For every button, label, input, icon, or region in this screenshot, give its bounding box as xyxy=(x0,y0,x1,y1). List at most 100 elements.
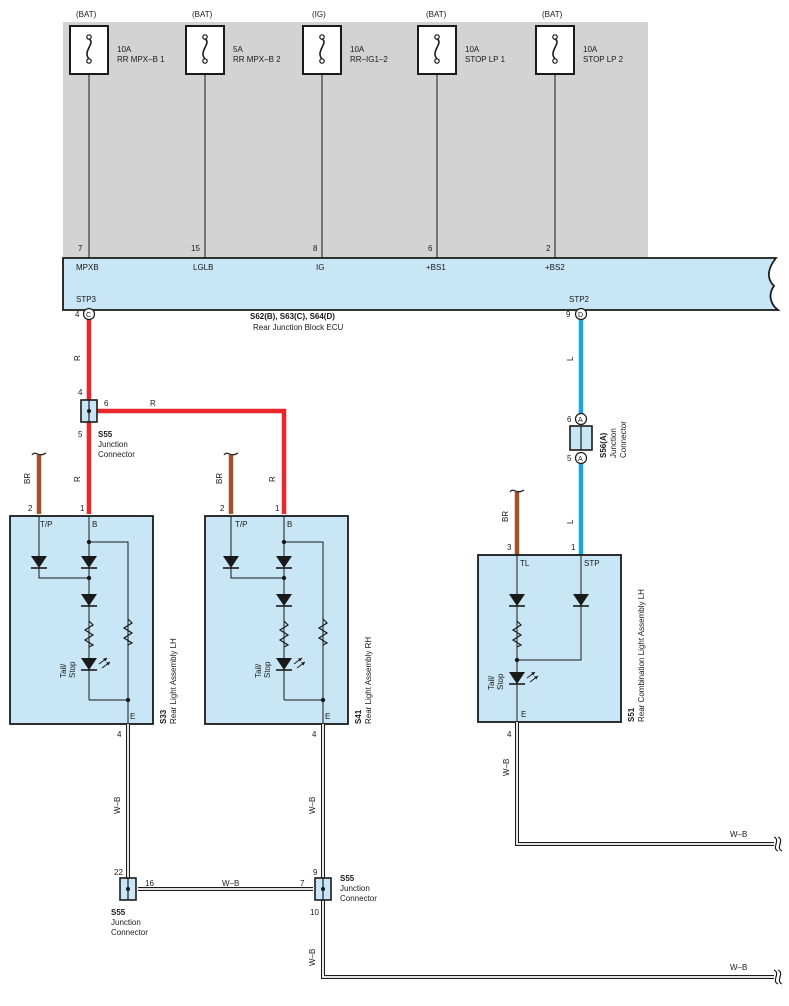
red-wires xyxy=(86,320,287,514)
svg-text:Connector: Connector xyxy=(98,450,135,459)
ecu-pin: 15 xyxy=(191,244,200,253)
svg-text:1: 1 xyxy=(80,504,85,513)
svg-text:Junction: Junction xyxy=(98,440,128,449)
wire-label-wb: W–B xyxy=(308,949,317,966)
wire-label-br: BR xyxy=(215,473,224,484)
fuse-rr-ig1-2: (IG) 10A RR–IG1–2 8 xyxy=(302,10,388,258)
wire-label-r: R xyxy=(73,476,82,482)
svg-text:TL: TL xyxy=(520,559,530,568)
brown-wires xyxy=(31,452,525,555)
svg-text:7: 7 xyxy=(300,879,305,888)
svg-text:16: 16 xyxy=(145,879,154,888)
ecu-pin: 7 xyxy=(78,244,83,253)
svg-text:4: 4 xyxy=(312,730,317,739)
ecu-pin: 2 xyxy=(546,244,551,253)
svg-text:STP: STP xyxy=(584,559,600,568)
fuse-name: STOP LP 1 xyxy=(465,55,506,64)
ecu-terminal: MPXB xyxy=(76,263,99,272)
fuse-source: (IG) xyxy=(312,10,326,19)
svg-text:S33: S33 xyxy=(159,709,168,724)
fuse-source: (BAT) xyxy=(542,10,563,19)
fuse-rating: 10A xyxy=(117,45,132,54)
svg-text:5: 5 xyxy=(78,430,83,439)
svg-text:4: 4 xyxy=(117,730,122,739)
connector-c: C xyxy=(86,312,91,319)
junction-connector-s55-top: 4 6 5 S55 Junction Connector xyxy=(78,388,135,459)
svg-text:Junction: Junction xyxy=(340,884,370,893)
svg-text:Rear Light Assembly LH: Rear Light Assembly LH xyxy=(169,638,178,724)
fuse-source: (BAT) xyxy=(192,10,213,19)
ecu-body xyxy=(62,257,781,311)
wire-label-l: L xyxy=(566,356,575,361)
svg-text:Tail/: Tail/ xyxy=(59,663,68,678)
svg-text:22: 22 xyxy=(114,868,123,877)
junction-connector-s55-bottom-right: 9 7 10 S55 Junction Connector xyxy=(300,868,377,917)
ecu-terminal: IG xyxy=(316,263,324,272)
wire-label-r: R xyxy=(268,476,277,482)
svg-text:4: 4 xyxy=(507,730,512,739)
svg-text:E: E xyxy=(130,712,135,721)
rear-light-assembly-rh: 2 1 T/P B Tail/ Stop E 4 S41 Rear Light … xyxy=(204,504,373,739)
svg-text:2: 2 xyxy=(28,504,33,513)
ground-wires-w-b xyxy=(126,722,783,985)
svg-text:5: 5 xyxy=(567,454,572,463)
svg-text:Rear Light Assembly RH: Rear Light Assembly RH xyxy=(364,637,373,724)
svg-text:S51: S51 xyxy=(627,707,636,722)
svg-text:Tail/: Tail/ xyxy=(487,675,496,690)
junction-connector-s55-bottom-left: 22 16 S55 Junction Connector xyxy=(111,868,154,937)
fuse-source: (BAT) xyxy=(426,10,447,19)
connector-d: D xyxy=(578,312,583,319)
svg-text:10: 10 xyxy=(310,908,319,917)
svg-text:E: E xyxy=(521,710,526,719)
svg-text:A: A xyxy=(578,456,583,463)
wire-label-r: R xyxy=(73,355,82,361)
ecu-terminal-stp2: STP2 xyxy=(569,295,590,304)
svg-text:Junction: Junction xyxy=(111,918,141,927)
svg-text:T/P: T/P xyxy=(235,520,247,529)
ecu-codes: S62(B), S63(C), S64(D) xyxy=(250,312,335,321)
fuse-source: (BAT) xyxy=(76,10,97,19)
fuse-rating: 10A xyxy=(583,45,598,54)
ecu-pin: 6 xyxy=(428,244,433,253)
fuse-rating: 10A xyxy=(465,45,480,54)
wire-label-wb: W–B xyxy=(502,759,511,776)
fuse-name: RR–IG1–2 xyxy=(350,55,388,64)
wire-label-wb: W–B xyxy=(222,879,239,888)
fuse-name: STOP LP 2 xyxy=(583,55,624,64)
svg-text:6: 6 xyxy=(567,415,572,424)
svg-text:T/P: T/P xyxy=(40,520,52,529)
ecu-pin: 8 xyxy=(313,244,318,253)
svg-text:3: 3 xyxy=(507,543,512,552)
svg-text:S55: S55 xyxy=(98,430,113,439)
wire-label-wb: W–B xyxy=(113,797,122,814)
ecu-terminal: +BS1 xyxy=(426,263,446,272)
svg-text:Connector: Connector xyxy=(340,894,377,903)
rear-light-assembly-lh: 2 1 T/P B Tail/ Stop E 4 S33 Rear Light … xyxy=(9,504,178,739)
svg-text:Tail/: Tail/ xyxy=(254,663,263,678)
svg-text:Junction: Junction xyxy=(609,428,618,458)
wire-label-br: BR xyxy=(23,473,32,484)
fuse-rating: 10A xyxy=(350,45,365,54)
svg-text:E: E xyxy=(325,712,330,721)
junction-connector-s56: A 6 A 5 S56(A) Junction Connector xyxy=(567,412,628,465)
svg-text:Stop: Stop xyxy=(496,673,505,690)
fuse-name: RR MPX–B 2 xyxy=(233,55,281,64)
fuse-rr-mpx-b-2: (BAT) 5A RR MPX–B 2 15 xyxy=(185,10,281,258)
svg-text:2: 2 xyxy=(220,504,225,513)
svg-text:Stop: Stop xyxy=(263,661,272,678)
wire-label-br: BR xyxy=(501,511,510,522)
ecu-pin-left: 4 xyxy=(75,310,80,319)
wire-label-wb: W–B xyxy=(308,797,317,814)
wire-label-r: R xyxy=(150,399,156,408)
svg-text:4: 4 xyxy=(78,388,83,397)
ecu-name: Rear Junction Block ECU xyxy=(253,323,343,332)
svg-text:9: 9 xyxy=(313,868,318,877)
svg-text:A: A xyxy=(578,417,583,424)
svg-text:S55: S55 xyxy=(340,874,355,883)
fuse-stop-lp-2: (BAT) 10A STOP LP 2 2 xyxy=(535,10,624,258)
fuse-rr-mpx-b-1: (BAT) 10A RR MPX–B 1 7 xyxy=(69,10,165,258)
svg-text:6: 6 xyxy=(104,399,109,408)
wire-label-wb: W–B xyxy=(730,830,747,839)
svg-text:1: 1 xyxy=(275,504,280,513)
